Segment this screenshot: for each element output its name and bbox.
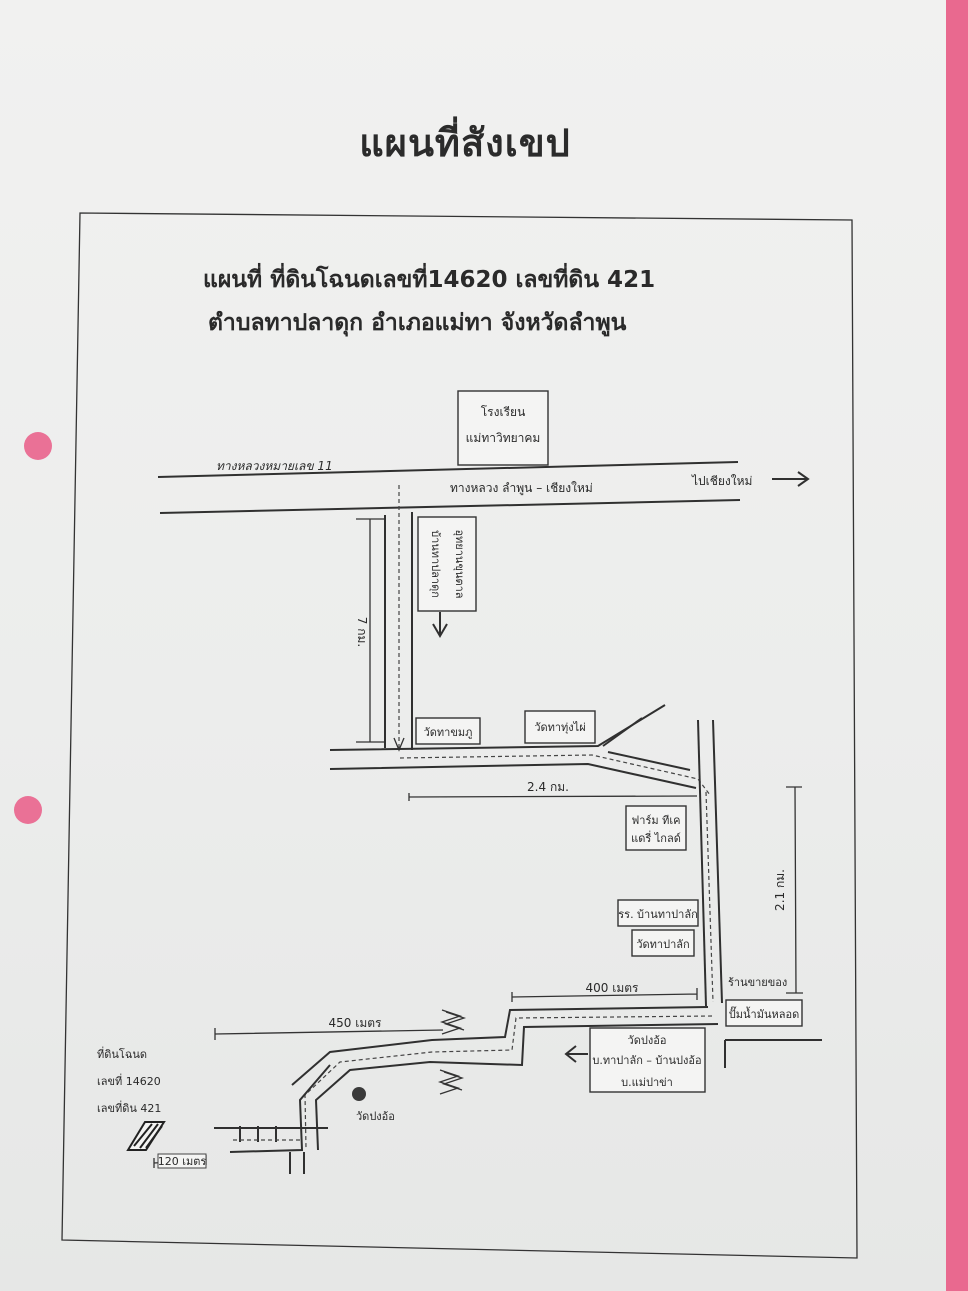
sketch-map: แผนที่ ที่ดินโฉนดเลขที่14620 เลขที่ดิน 4… xyxy=(61,212,858,1259)
distance-2-4km-label: 2.4 กม. xyxy=(527,780,569,794)
dimension-450m xyxy=(214,1028,444,1040)
to-chiang-mai-label: ไปเชียงใหม่ xyxy=(691,474,752,488)
distance-120m-label: 120 เมตร xyxy=(158,1155,207,1168)
crossroad-corner xyxy=(724,1039,822,1068)
wat-tha-pla-kak-label: วัดทาปาลัก xyxy=(636,938,689,951)
east-road-west-edge xyxy=(697,719,707,1007)
side-road-sign-label: อุทยานขุนตาล xyxy=(453,529,466,598)
route-dashes xyxy=(705,791,714,1003)
map-heading-line2: ตำบลทาปลาดุก อำเภอแม่ทา จังหวัดลำพูน xyxy=(208,310,627,337)
temple-symbol-icon xyxy=(352,1087,366,1101)
parcel-label: เลขที่ดิน 421 xyxy=(97,1100,161,1115)
highway-south-edge xyxy=(159,499,741,514)
wat-tha-thung-phai-label: วัดทาทุ่งไผ่ xyxy=(534,721,585,734)
wat-pong-oi-box xyxy=(589,1027,706,1093)
wat-pong-oi-label: บ.แม่ปาข่า xyxy=(621,1076,673,1089)
school-label: โรงเรียน xyxy=(481,405,526,419)
land-parcel-hatch xyxy=(133,1123,163,1149)
lane-stubs xyxy=(289,1152,305,1174)
to-chiang-mai-arrow-icon xyxy=(772,471,810,487)
dimension-400m xyxy=(511,988,698,1002)
highway-north-edge xyxy=(157,461,739,478)
wat-tha-thung-phai-box xyxy=(524,710,596,744)
farm-label: แดรี่ ไกลด์ xyxy=(631,830,681,845)
east-road-east-edge xyxy=(712,719,723,1004)
farm-label: ฟาร์ม ทีเค xyxy=(632,814,681,827)
page-title: แผนที่สังเขป xyxy=(359,121,571,165)
school-box xyxy=(457,390,549,466)
wat-pong-oi-label: วัดปงอ้อ xyxy=(628,1034,667,1047)
road-fork xyxy=(607,751,691,771)
punch-hole xyxy=(14,796,42,824)
distance-7km-label: 7 กม. xyxy=(355,617,369,647)
distance-450m-label: 450 เมตร xyxy=(329,1016,383,1030)
bridge-icon xyxy=(437,1069,465,1095)
left-arrow-icon xyxy=(564,1045,588,1063)
west-road-north-edge xyxy=(291,1006,709,1086)
highway-handwritten-label: ทางหลวงหมายเลข 11 xyxy=(216,459,333,473)
paper-sheet xyxy=(0,0,946,1291)
side-road-sign-box xyxy=(417,516,477,612)
road-fork xyxy=(602,717,643,747)
side-road-sign-label: บ้านทาปลาดุก xyxy=(429,530,442,598)
ew-road-south-edge xyxy=(329,762,697,789)
down-arrow-icon xyxy=(432,612,448,638)
dimension-7km xyxy=(356,518,384,743)
bridge-icon xyxy=(439,1009,467,1035)
highway-name: ทางหลวง ลำพูน – เชียงใหม่ xyxy=(450,481,593,496)
distance-120m-box xyxy=(157,1153,207,1169)
parcel-label: เลขที่ 14620 xyxy=(97,1073,161,1088)
wat-pong-oi-label: บ.ทาปาลัก – บ้านปงอ้อ xyxy=(592,1054,701,1067)
dimension-2-1km xyxy=(786,786,803,994)
map-border xyxy=(61,212,858,1259)
lane-stubs xyxy=(214,1126,328,1142)
gas-station-label: ปั๊มน้ำมันหลอด xyxy=(729,1006,799,1021)
route-arrowhead-icon xyxy=(393,737,405,752)
wat-tha-khamphu-label: วัดทาขมภู xyxy=(424,726,473,739)
distance-2-1km-label: 2.1 กม. xyxy=(773,869,787,911)
land-parcel-icon xyxy=(126,1121,166,1151)
shop-label: ร้านขายของ xyxy=(728,976,787,989)
farm-box xyxy=(625,805,687,851)
ew-road-north-edge xyxy=(329,704,666,751)
west-road-branch xyxy=(229,1064,331,1153)
wat-tha-khamphu-box xyxy=(415,717,481,745)
punch-hole xyxy=(24,432,52,460)
temple-symbol-label: วัดปงอ้อ xyxy=(356,1110,395,1123)
distance-400m-label: 400 เมตร xyxy=(586,981,640,995)
wat-tha-pla-kak-box xyxy=(631,929,695,957)
west-road-south-edge xyxy=(314,1023,719,1151)
route-dashes xyxy=(399,754,711,796)
school-tha-pla-kak-label: รร. บ้านทาปาลัก xyxy=(618,908,697,921)
dimension-2-4km xyxy=(408,793,698,801)
parcel-label: ที่ดินโฉนด xyxy=(97,1046,147,1061)
school-label: แม่ทาวิทยาคม xyxy=(466,431,541,445)
school-tha-pla-kak-box xyxy=(617,899,699,927)
map-heading-line1: แผนที่ ที่ดินโฉนดเลขที่14620 เลขที่ดิน 4… xyxy=(203,262,655,293)
gas-station-box xyxy=(725,999,803,1027)
